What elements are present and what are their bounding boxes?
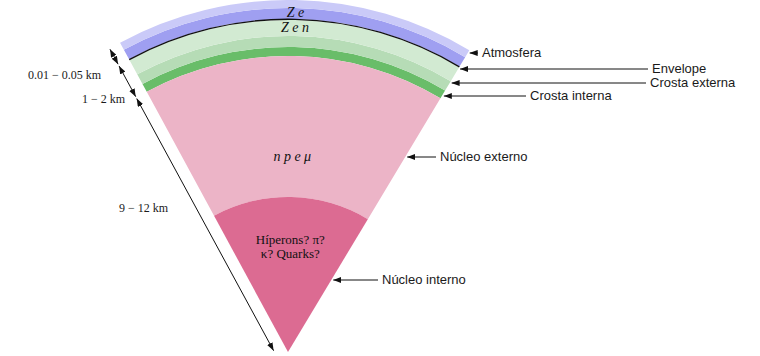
layer-label: Atmosfera bbox=[482, 46, 541, 60]
label-slot: 1 − 2 km bbox=[82, 93, 125, 106]
layer-content: n p e μ bbox=[273, 150, 311, 165]
dimension-label: 9 − 12 km bbox=[119, 202, 168, 215]
label-slot: Atmosfera bbox=[482, 46, 541, 60]
dimension-arrow bbox=[110, 49, 118, 64]
layer-content: Z e bbox=[287, 6, 305, 21]
dimension-label: 0.01 − 0.05 km bbox=[28, 69, 101, 82]
label-slot: Crosta externa bbox=[650, 76, 735, 90]
label-slot: Núcleo externo bbox=[440, 150, 527, 164]
layer-label: Crosta interna bbox=[530, 89, 612, 103]
outer-core-band: n p e μ bbox=[145, 55, 442, 221]
inner-core-sector-shape bbox=[213, 196, 369, 353]
callout-arrow bbox=[333, 280, 378, 281]
layer-group bbox=[147, 56, 441, 219]
callout-arrow bbox=[470, 53, 478, 54]
inner-core-sector: Híperons? π? κ? Quarks? bbox=[213, 196, 369, 353]
outer-core-band-shape bbox=[145, 55, 442, 221]
label-slot: Núcleo interno bbox=[382, 273, 466, 287]
label-slot: Crosta interna bbox=[530, 89, 612, 103]
layer-content: Z e n bbox=[281, 21, 309, 36]
label-slot: Envelope bbox=[652, 62, 706, 76]
layer-label: Núcleo interno bbox=[382, 273, 466, 287]
callout-arrow bbox=[460, 69, 648, 70]
callout-arrow bbox=[407, 157, 436, 158]
layer-fill bbox=[214, 197, 368, 352]
label-slot: 0.01 − 0.05 km bbox=[28, 69, 101, 82]
layer-fill bbox=[147, 56, 441, 219]
layer-label: Envelope bbox=[652, 62, 706, 76]
layer-content: Híperons? π? κ? Quarks? bbox=[254, 233, 326, 260]
layer-label: Crosta externa bbox=[650, 76, 735, 90]
dimension-label: 1 − 2 km bbox=[82, 93, 125, 106]
label-slot: 9 − 12 km bbox=[119, 202, 168, 215]
layer-group bbox=[214, 197, 368, 352]
callout-arrow bbox=[452, 83, 646, 84]
layer-label: Núcleo externo bbox=[440, 150, 527, 164]
callout-arrow bbox=[444, 96, 526, 97]
